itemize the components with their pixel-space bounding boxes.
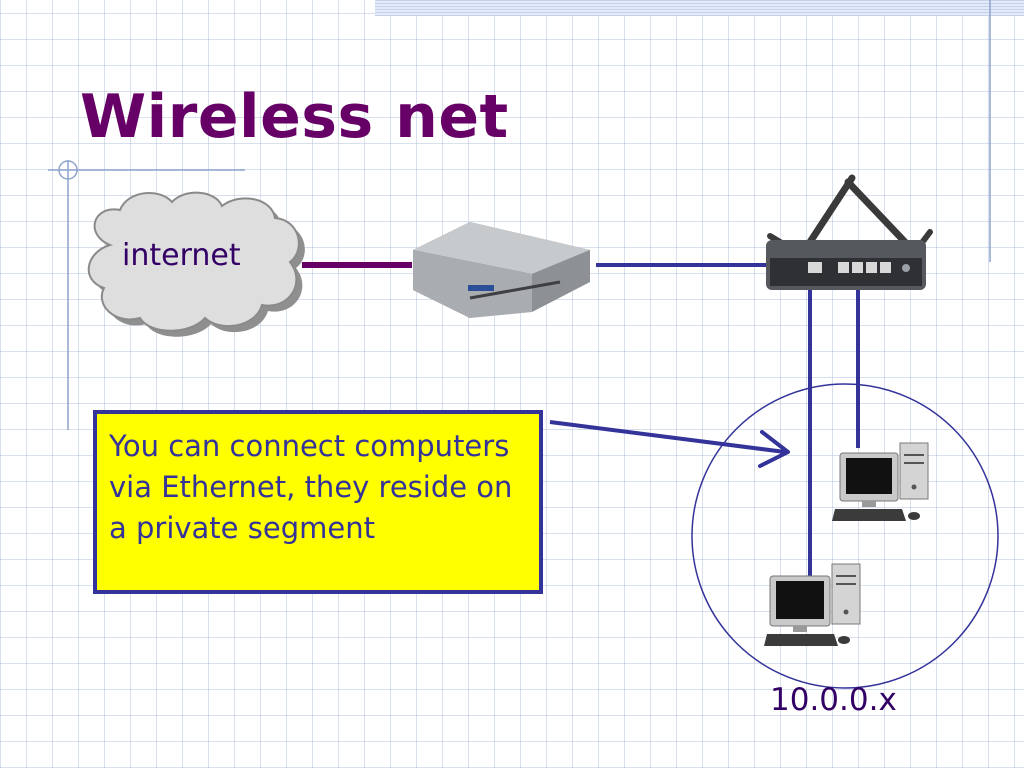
desktop-computer-icon: [764, 563, 861, 646]
cloud-icon: [87, 191, 305, 337]
slide-title: Wireless net: [80, 82, 509, 152]
wireless-router-icon: [766, 174, 933, 290]
top-decorative-band: [375, 0, 1024, 16]
callout-box: You can connect computers via Ethernet, …: [93, 410, 543, 594]
callout-arrow: [549, 420, 790, 468]
subnet-label: 10.0.0.x: [770, 682, 897, 718]
internet-label: internet: [122, 238, 241, 273]
callout-text: You can connect computers via Ethernet, …: [109, 429, 513, 545]
private-segment-circle: [691, 383, 999, 689]
desktop-computer-icon: [832, 442, 929, 521]
decorative-frame-lines: [48, 0, 991, 430]
modem-icon: [413, 222, 590, 318]
